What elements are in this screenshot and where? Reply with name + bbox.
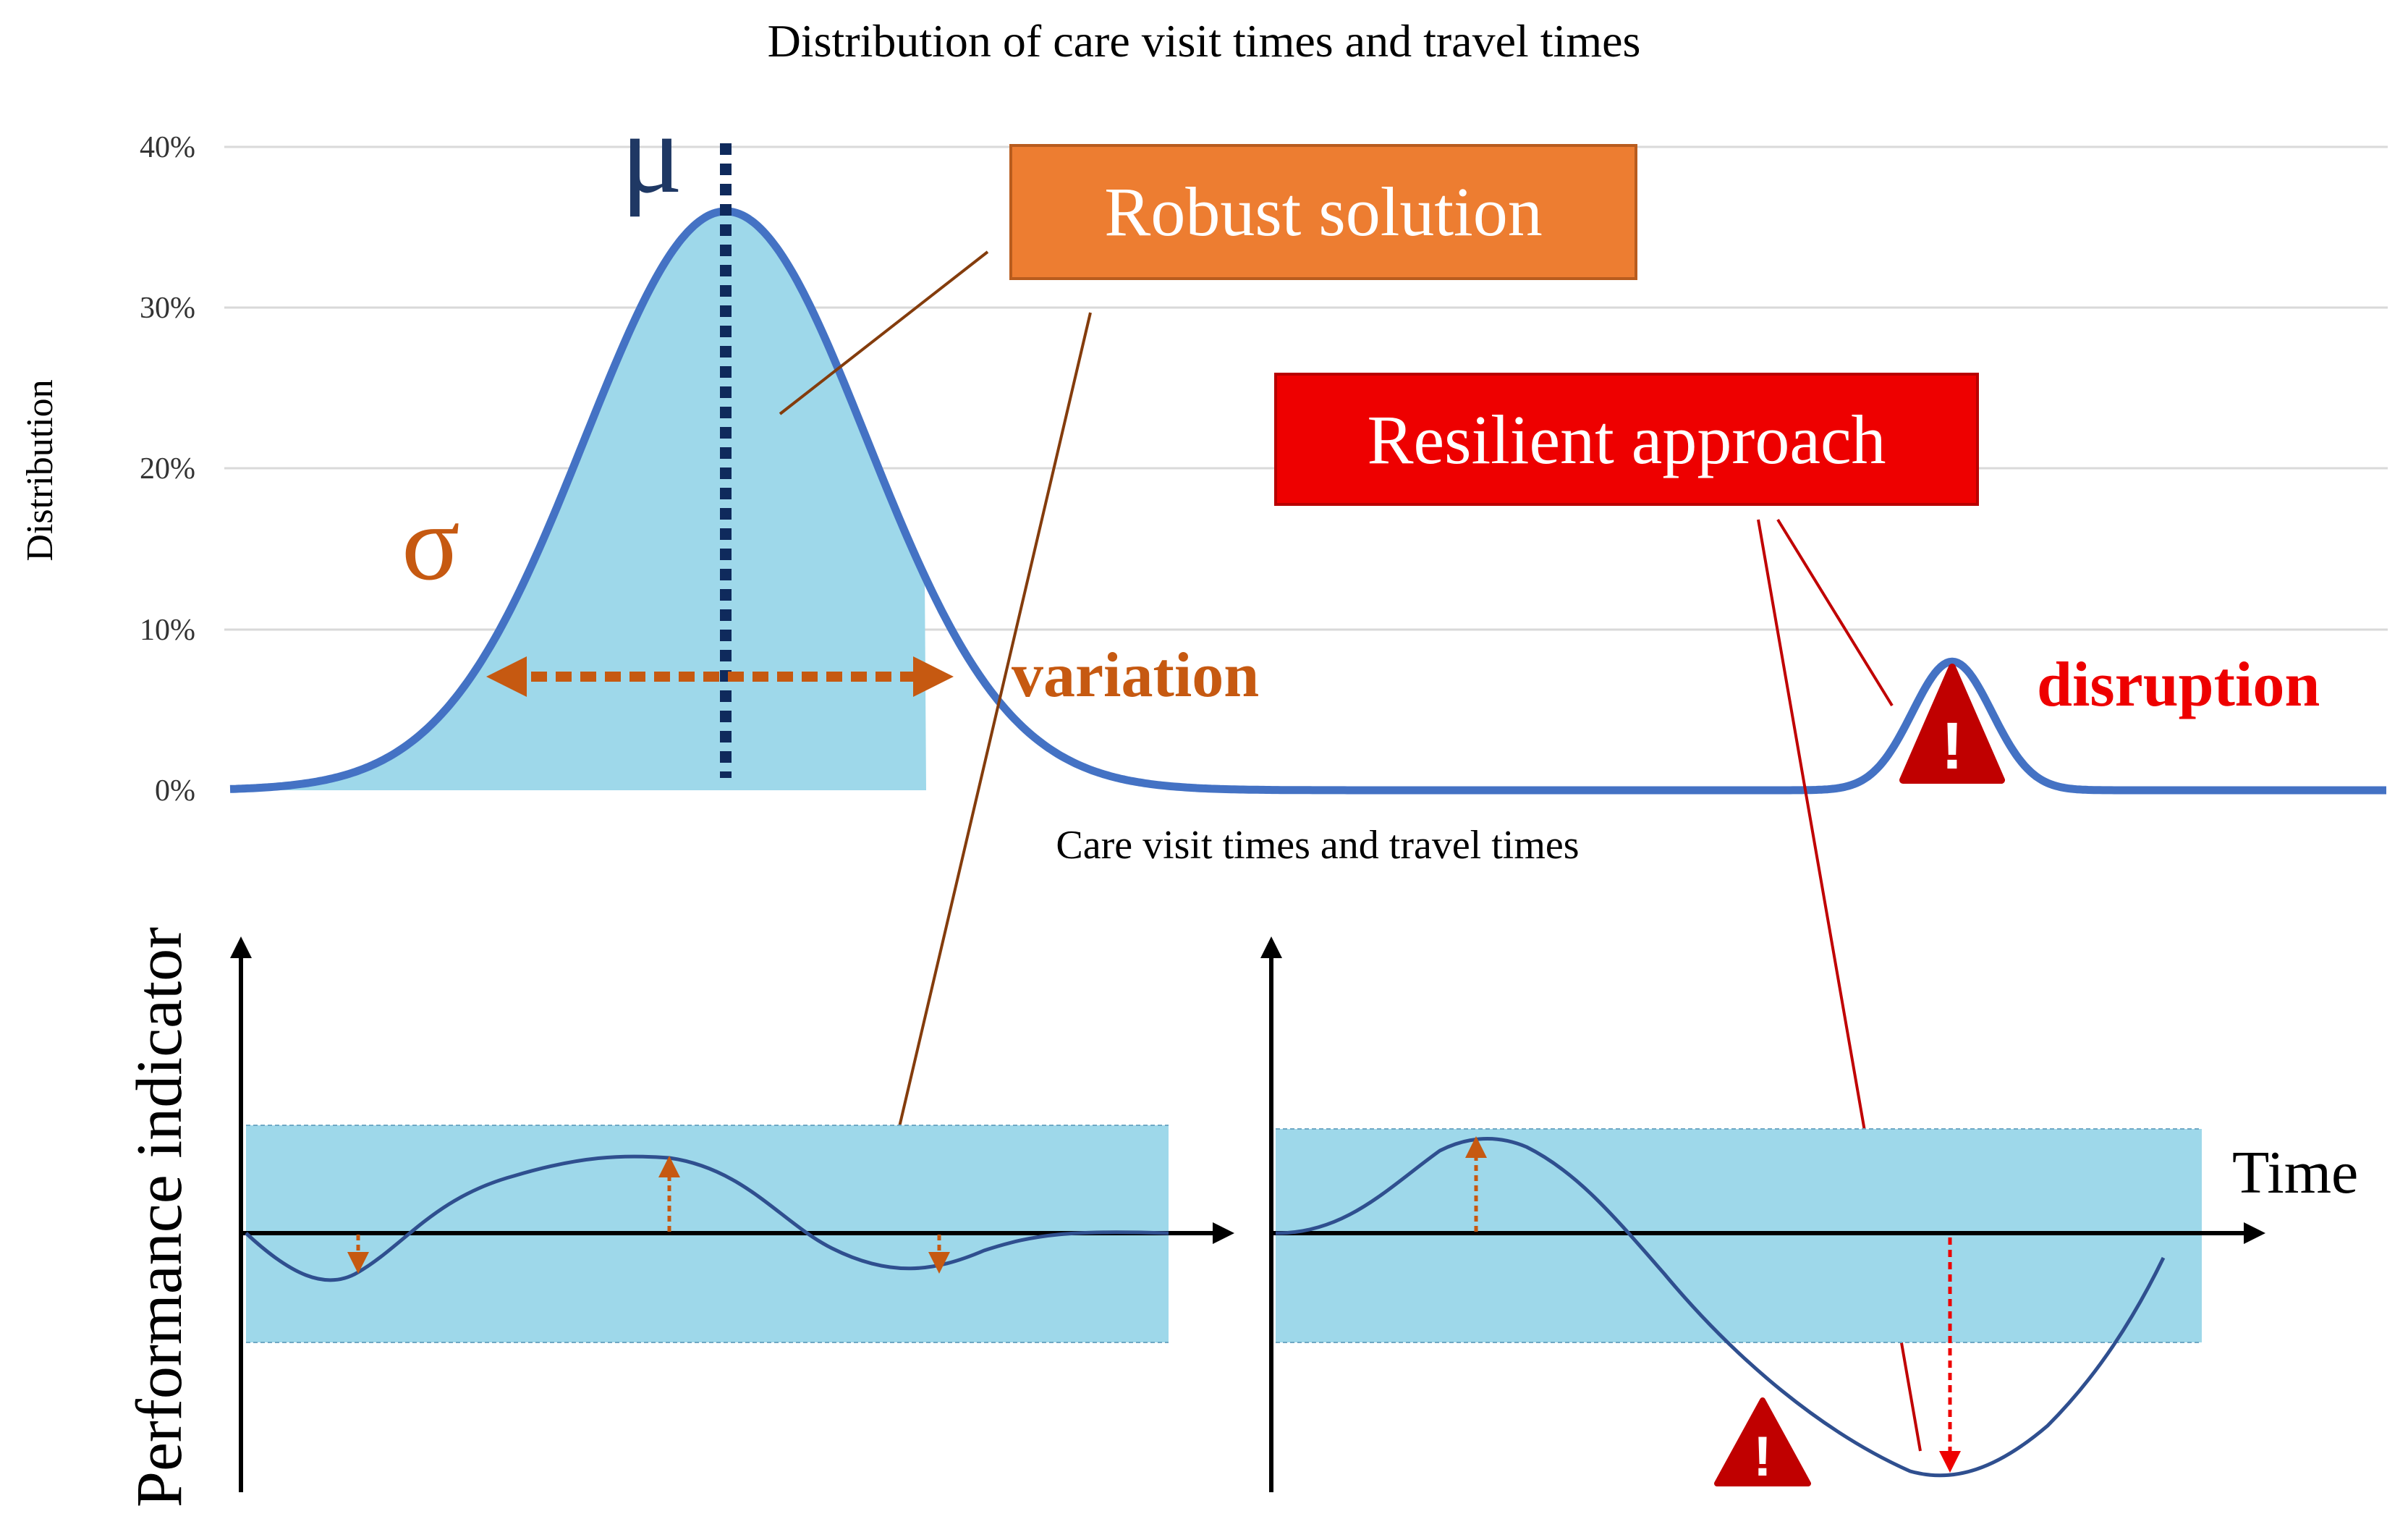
performance-indicator-label: Performance indicator [124,927,195,1507]
performance-curve [1275,1137,2166,1478]
mu-symbol: μ [621,88,683,217]
y-tick-label: 40% [140,131,195,164]
disruption-label: disruption [2037,650,2320,720]
time-axis-label: Time [2232,1139,2358,1206]
robust-performance-panel [230,936,1234,1492]
robust-solution-label: Robust solution [1104,173,1542,250]
resilient-approach-label: Resilient approach [1367,401,1886,478]
y-tick-label: 30% [140,292,195,325]
y-tick-label: 10% [140,614,195,647]
robust-solution-callout: Robust solution [1009,144,1637,280]
warning-icon: ! [1714,1397,1811,1488]
robust-leader-line [779,250,989,415]
resilient-performance-panel: Time ! [1260,936,2358,1492]
variation-label: variation [1012,640,1259,711]
warning-mark: ! [1753,1424,1772,1488]
top-y-axis-label: Distribution [20,379,61,561]
y-tick-label: 20% [140,452,195,486]
resilient-leader-line [1776,518,1894,707]
bottom-charts: Performance indicator Time [124,927,2358,1507]
figure-title: Distribution of care visit times and tra… [768,15,1641,67]
distribution-curve [229,207,2388,795]
resilient-approach-callout: Resilient approach [1274,373,1979,506]
warning-mark: ! [1941,709,1964,783]
warning-icon: ! [1899,664,2005,784]
top-chart: 0% 10% 20% 30% 40% Distribution μ σ vari… [20,88,2388,868]
top-x-axis-label: Care visit times and travel times [1056,823,1579,868]
y-tick-label: 0% [155,774,195,808]
sigma-symbol: σ [402,483,460,603]
robust-leader-line [883,312,1092,1189]
distribution-shaded-area [230,211,926,790]
tolerance-band [1276,1129,2202,1342]
